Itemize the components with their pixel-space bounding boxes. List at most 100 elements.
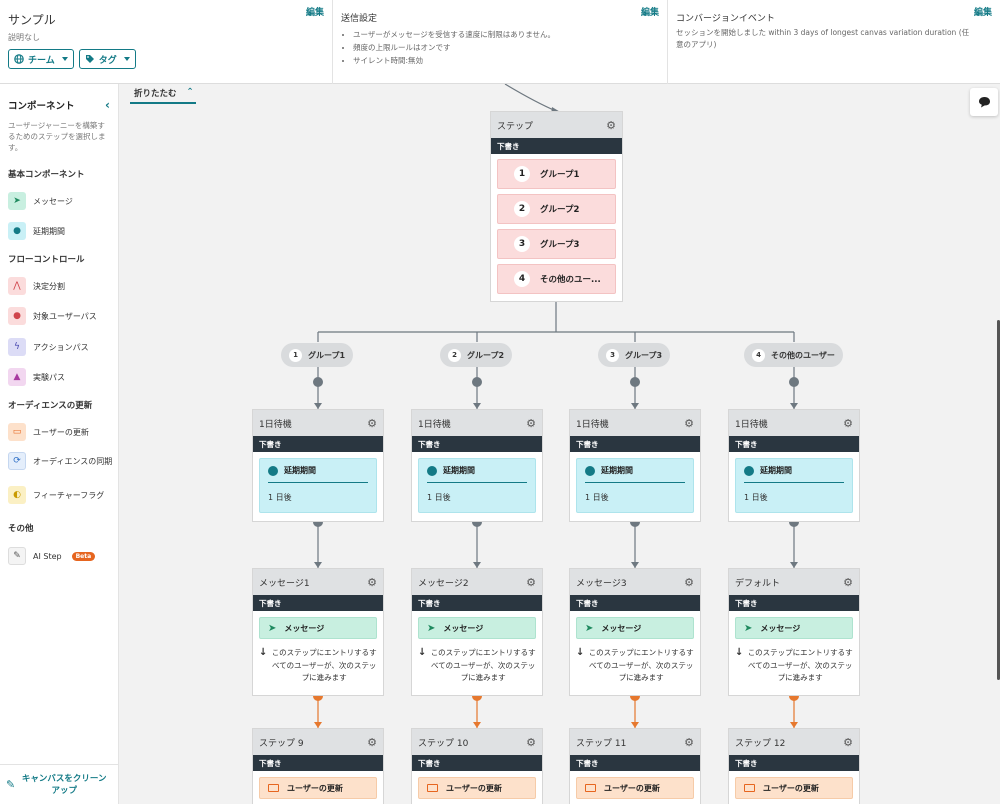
conversion-panel: 編集 コンバージョンイベント セッションを開始しました within 3 day… [668,0,1000,84]
step-title: メッセージ3 [576,578,627,589]
gear-icon[interactable]: ⚙ [367,416,377,430]
collapse-toggle[interactable]: 折りたたむ ⌃ [130,87,196,104]
message-step[interactable]: メッセージ1⚙ 下書き ➤メッセージ ↓このステップにエントリするすべてのユーザ… [252,568,384,696]
sidebar-item-delay[interactable]: ● 延期期間 [8,222,113,240]
sidebar-item-label: 決定分割 [33,281,65,291]
group-label: グループ3 [540,240,580,250]
tag-dropdown[interactable]: タグ [78,49,136,69]
canvas-scrollbar[interactable] [997,320,1000,680]
sidebar-item-label: オーディエンスの同期 [33,456,113,466]
components-sidebar: コンポーネント ‹ ユーザージャーニーを構築するためのステップを選択します。 基… [0,84,119,804]
delay-component[interactable]: 延期期間 1 日後 [259,458,377,513]
gear-icon[interactable]: ⚙ [367,575,377,589]
sidebar-item-experiment[interactable]: ▲ 実験パス [8,368,113,386]
delay-component[interactable]: 延期期間 1 日後 [418,458,536,513]
delay-label: 延期期間 [443,466,475,475]
message-label: メッセージ [601,623,642,633]
team-label: チーム [28,55,55,66]
gear-icon[interactable]: ⚙ [843,735,853,749]
message-component[interactable]: ➤メッセージ [735,617,853,639]
collapse-sidebar-icon[interactable]: ‹ [105,98,110,112]
sidebar-item-audience-paths[interactable]: ● 対象ユーザーパス [8,307,113,325]
sidebar-item-label: メッセージ [33,196,73,206]
gear-icon[interactable]: ⚙ [843,416,853,430]
edit-conversion-link[interactable]: 編集 [973,8,992,18]
sidebar-item-label: アクションパス [33,342,89,352]
delivery-settings-panel: 編集 送信設定 ユーザーがメッセージを受信する速度に制限はありません。 頻度の上… [333,0,668,84]
cleanup-canvas-button[interactable]: ✎ キャンバスをクリーンアップ [0,764,119,804]
sidebar-item-ai-step[interactable]: ✎ AI Step Beta [8,547,113,565]
status-badge: 下書き [412,436,542,452]
gear-icon[interactable]: ⚙ [526,416,536,430]
step-title: ステップ 10 [418,738,469,749]
sidebar-item-feature-flag[interactable]: ◐ フィーチャーフラグ [8,486,113,504]
sidebar-item-decision[interactable]: ⋀ 決定分割 [8,277,113,295]
delay-step[interactable]: 1日待機⚙ 下書き 延期期間 1 日後 [411,409,543,522]
collapse-label: 折りたたむ [134,89,177,99]
canvas-description: 説明なし [8,33,40,42]
user-update-step[interactable]: ステップ 11⚙ 下書き ユーザーの更新 [569,728,701,804]
message-step[interactable]: メッセージ2⚙ 下書き ➤メッセージ ↓このステップにエントリするすべてのユーザ… [411,568,543,696]
delay-step[interactable]: 1日待機 ⚙ 下書き 延期期間 1 日後 [728,409,860,522]
delay-value: 1 日後 [268,493,292,502]
sidebar-item-audience-sync[interactable]: ⟳ オーディエンスの同期 [8,452,113,470]
message-step[interactable]: デフォルト⚙ 下書き ➤メッセージ ↓このステップにエントリするすべてのユーザー… [728,568,860,696]
message-step[interactable]: メッセージ3⚙ 下書き ➤メッセージ ↓このステップにエントリするすべてのユーザ… [569,568,701,696]
delay-step[interactable]: 1日待機⚙ 下書き 延期期間 1 日後 [252,409,384,522]
comment-button[interactable] [970,88,998,116]
delay-value: 1 日後 [585,493,609,502]
message-component[interactable]: ➤メッセージ [576,617,694,639]
user-update-step[interactable]: ステップ 12⚙ 下書き ユーザーの更新 [728,728,860,804]
gear-icon[interactable]: ⚙ [526,575,536,589]
team-dropdown[interactable]: チーム [8,49,74,69]
lightning-icon: ϟ [8,338,26,356]
user-update-component[interactable]: ユーザーの更新 [418,777,536,799]
magic-wand-icon: ✎ [6,778,16,791]
gear-icon[interactable]: ⚙ [526,735,536,749]
gear-icon[interactable]: ⚙ [684,416,694,430]
sidebar-item-user-update[interactable]: ▭ ユーザーの更新 [8,423,113,441]
path-number: 3 [606,348,619,362]
step-title: 1日待機 [735,419,768,430]
cleanup-label: キャンバスをクリーンアップ [21,773,107,796]
user-update-step[interactable]: ステップ 10⚙ 下書き ユーザーの更新 [411,728,543,804]
user-update-component[interactable]: ユーザーの更新 [259,777,377,799]
gear-icon[interactable]: ⚙ [684,735,694,749]
edit-delivery-link[interactable]: 編集 [640,8,659,18]
delay-step[interactable]: 1日待機⚙ 下書き 延期期間 1 日後 [569,409,701,522]
message-component[interactable]: ➤メッセージ [418,617,536,639]
gear-icon[interactable]: ⚙ [684,575,694,589]
message-component[interactable]: ➤メッセージ [259,617,377,639]
user-update-component[interactable]: ユーザーの更新 [735,777,853,799]
delay-component[interactable]: 延期期間 1 日後 [576,458,694,513]
sidebar-item-action-paths[interactable]: ϟ アクションパス [8,338,113,356]
split-icon: ⋀ [8,277,26,295]
message-label: メッセージ [284,623,325,633]
status-badge: 下書き [412,595,542,611]
gear-icon[interactable]: ⚙ [606,118,616,132]
user-update-step[interactable]: ステップ 9⚙ 下書き ユーザーの更新 [252,728,384,804]
sidebar-item-message[interactable]: ➤ メッセージ [8,192,113,210]
delay-component[interactable]: 延期期間 1 日後 [735,458,853,513]
section-other: その他 [8,524,34,534]
status-badge: 下書き [729,436,859,452]
group-row[interactable]: 3 グループ3 [497,229,616,259]
user-update-component[interactable]: ユーザーの更新 [576,777,694,799]
edit-app-link[interactable]: 編集 [305,8,324,18]
step-title: メッセージ2 [418,578,469,589]
path-number: 2 [448,348,461,362]
gear-icon[interactable]: ⚙ [843,575,853,589]
section-basic: 基本コンポーネント [8,170,85,180]
sidebar-item-label: 対象ユーザーパス [33,311,97,321]
gear-icon[interactable]: ⚙ [367,735,377,749]
group-number: 3 [514,236,530,252]
